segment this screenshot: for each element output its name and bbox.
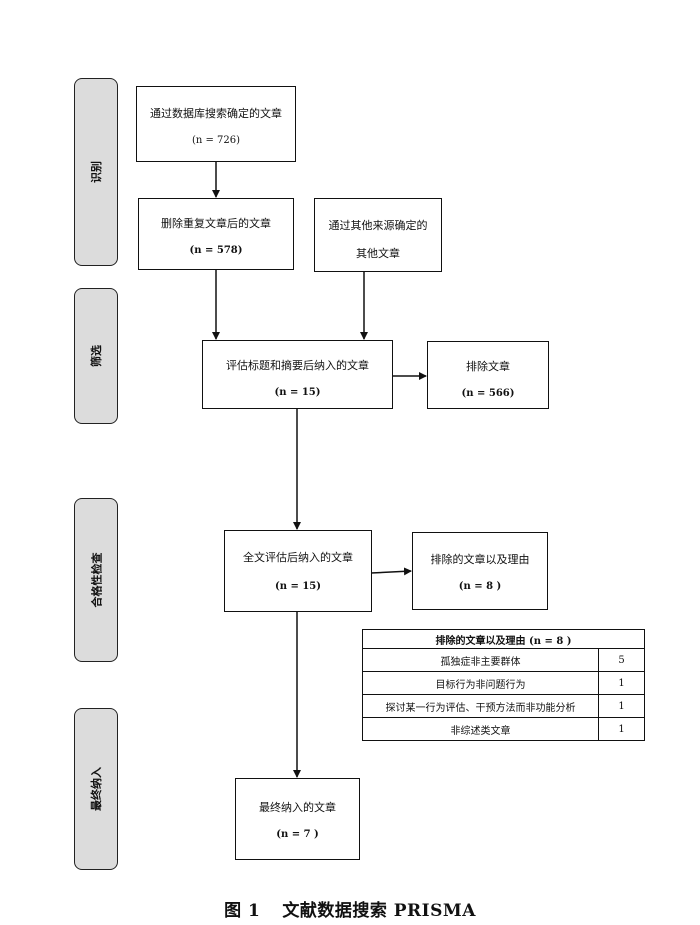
figure-caption-label: 图 1 [224,901,261,921]
box-screened-count: (n = 15) [274,387,321,398]
box-database-search: 通过数据库搜索确定的文章 (n = 726) [136,86,296,162]
box-excluded-title: 排除文章 [466,360,510,373]
box-other-sources: 通过其他来源确定的 其他文章 [314,198,442,272]
box-final-included: 最终纳入的文章 (n = 7 ) [235,778,360,860]
phase-eligibility: 合格性检查 [74,498,118,662]
figure-caption-text: 文献数据搜索 PRISMA [282,901,476,921]
table-cell-reason: 探讨某一行为评估、干预方法而非功能分析 [362,694,599,718]
box-deduplicated: 删除重复文章后的文章 (n = 578) [138,198,294,270]
box-other-sources-title: 通过其他来源确定的 [328,219,428,232]
box-excluded-count: (n = 566) [461,388,515,399]
figure-caption: 图 1 文献数据搜索 PRISMA [0,896,700,921]
table-row: 孤独症非主要群体 5 [362,648,645,672]
box-excluded: 排除文章 (n = 566) [427,341,549,409]
box-final-included-title: 最终纳入的文章 [259,801,336,814]
box-fulltext-count: (n = 15) [275,581,321,592]
box-database-search-title: 通过数据库搜索确定的文章 [150,107,282,120]
box-deduplicated-title: 删除重复文章后的文章 [161,217,271,230]
box-screened: 评估标题和摘要后纳入的文章 (n = 15) [202,340,393,409]
table-header: 排除的文章以及理由 (n = 8 ) [362,629,645,649]
arrow-fulltext-to-reasons [370,567,412,576]
box-other-sources-title2: 其他文章 [356,247,400,260]
box-screened-title: 评估标题和摘要后纳入的文章 [226,359,369,372]
table-row: 非综述类文章 1 [362,717,645,741]
box-database-search-count: (n = 726) [191,135,241,146]
table-cell-count: 5 [598,648,645,672]
table-cell-count: 1 [598,694,645,718]
phase-screening: 筛选 [74,288,118,424]
box-fulltext-title: 全文评估后纳入的文章 [243,551,353,564]
table-cell-reason: 孤独症非主要群体 [362,648,599,672]
table-header-row: 排除的文章以及理由 (n = 8 ) [362,629,645,649]
table-row: 探讨某一行为评估、干预方法而非功能分析 1 [362,694,645,718]
exclusion-reasons-table: 排除的文章以及理由 (n = 8 ) 孤独症非主要群体 5 目标行为非问题行为 … [362,629,645,741]
box-fulltext: 全文评估后纳入的文章 (n = 15) [224,530,372,612]
table-cell-count: 1 [598,717,645,741]
box-excluded-reasons-count: (n = 8 ) [458,581,502,592]
box-deduplicated-count: (n = 578) [189,245,243,256]
table-cell-reason: 目标行为非问题行为 [362,671,599,695]
table-cell-reason: 非综述类文章 [362,717,599,741]
table-row: 目标行为非问题行为 1 [362,671,645,695]
box-excluded-reasons: 排除的文章以及理由 (n = 8 ) [412,532,548,610]
table-cell-count: 1 [598,671,645,695]
phase-included: 最终纳入 [74,708,118,870]
box-final-included-count: (n = 7 ) [276,829,319,840]
box-excluded-reasons-title: 排除的文章以及理由 [430,553,530,566]
phase-identification: 识别 [74,78,118,266]
